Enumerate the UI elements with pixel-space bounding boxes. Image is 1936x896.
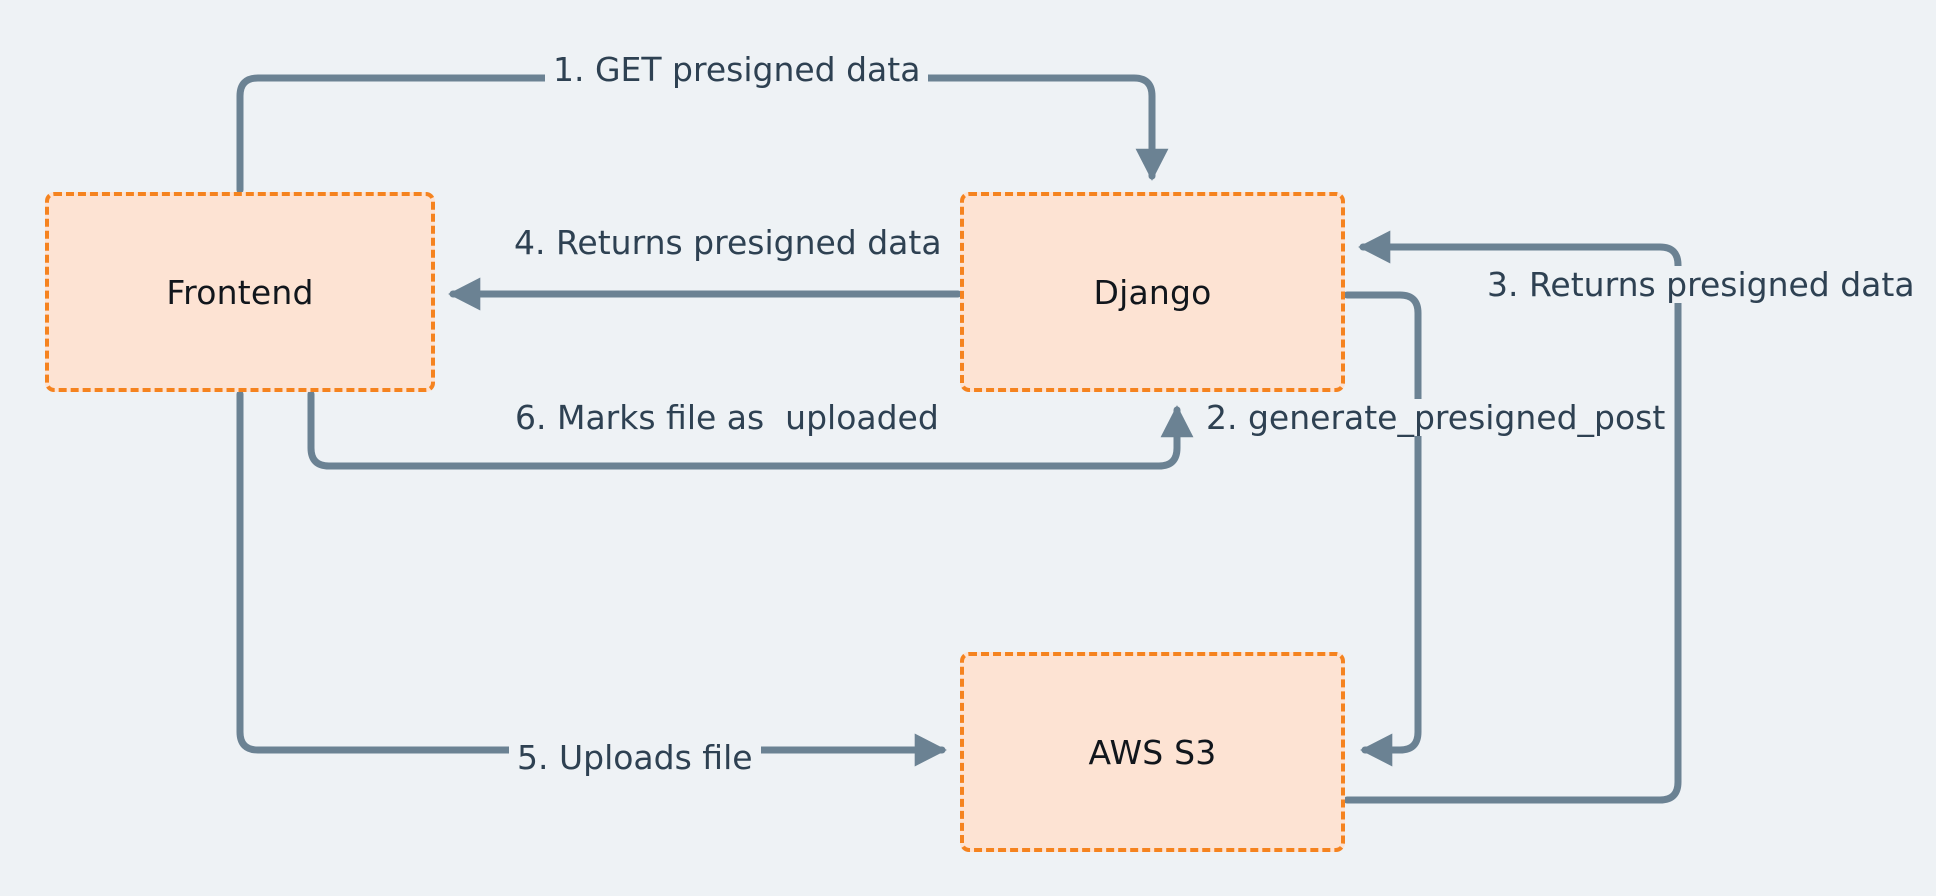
edge-label-6: 6. Marks file as uploaded — [507, 399, 947, 436]
edge-5-path — [236, 390, 947, 767]
node-frontend[interactable]: Frontend — [45, 192, 435, 392]
edge-label-4: 4. Returns presigned data — [506, 224, 950, 261]
edge-6-path — [307, 390, 1194, 470]
node-frontend-label: Frontend — [166, 272, 314, 312]
node-django[interactable]: Django — [960, 192, 1345, 392]
edge-1-path — [236, 74, 1169, 194]
edge-2-path — [1343, 291, 1422, 767]
edge-label-1: 1. GET presigned data — [545, 51, 929, 88]
edge-label-3: 3. Returns presigned data — [1479, 266, 1923, 303]
edge-3-path — [1343, 230, 1682, 804]
edge-label-2: 2. generate_presigned_post — [1198, 399, 1674, 436]
node-aws-s3-label: AWS S3 — [1088, 732, 1217, 772]
node-django-label: Django — [1093, 272, 1212, 312]
node-aws-s3[interactable]: AWS S3 — [960, 652, 1345, 852]
edge-label-5: 5. Uploads file — [509, 739, 761, 776]
